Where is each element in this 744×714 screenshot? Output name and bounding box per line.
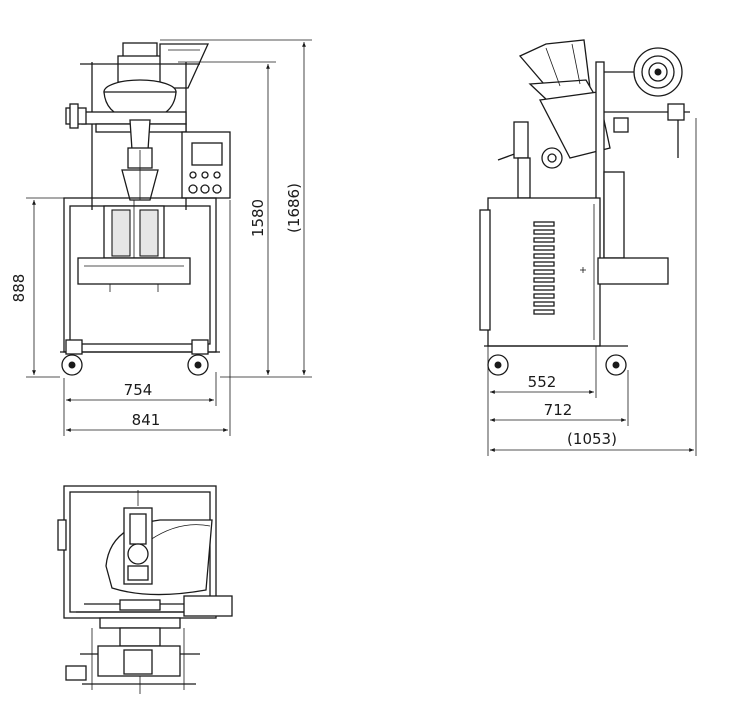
dim-front-machine-height: 1580: [178, 61, 312, 378]
dim-front-overall-height: (1686): [160, 39, 312, 375]
side-column: [595, 47, 690, 263]
side-view: 552 712 (1053): [479, 39, 697, 456]
dim-888-label: 888: [10, 274, 28, 303]
dim-754-label: 754: [124, 381, 153, 399]
front-control-panel: [181, 131, 231, 199]
side-lever: [497, 121, 563, 199]
dim-1053-label: (1053): [567, 430, 617, 448]
dim-side-base-width: 712: [487, 370, 629, 426]
side-hopper: [518, 39, 611, 159]
side-casters: [487, 354, 627, 376]
dim-841-label: 841: [132, 411, 161, 429]
dim-front-base-height: 888: [10, 197, 64, 378]
front-view: 888 1580 (1686) 754 841: [10, 39, 312, 436]
dim-1686-label: (1686): [285, 183, 303, 233]
dim-712-label: 712: [544, 401, 573, 419]
dim-1580-label: 1580: [249, 199, 267, 237]
dim-front-outer-width: 841: [63, 200, 231, 436]
top-view: [57, 485, 233, 694]
dim-side-overall-width: (1053): [487, 118, 697, 456]
front-upper-frame: [65, 103, 187, 201]
front-casters: [61, 339, 209, 376]
dim-side-cabinet-width: 552: [487, 346, 597, 398]
front-lower-frame: [60, 197, 220, 353]
dim-552-label: 552: [528, 373, 557, 391]
dim-front-inner-width: 754: [63, 372, 217, 406]
side-outfeed: [484, 171, 669, 347]
side-vent-slots: [533, 221, 586, 315]
